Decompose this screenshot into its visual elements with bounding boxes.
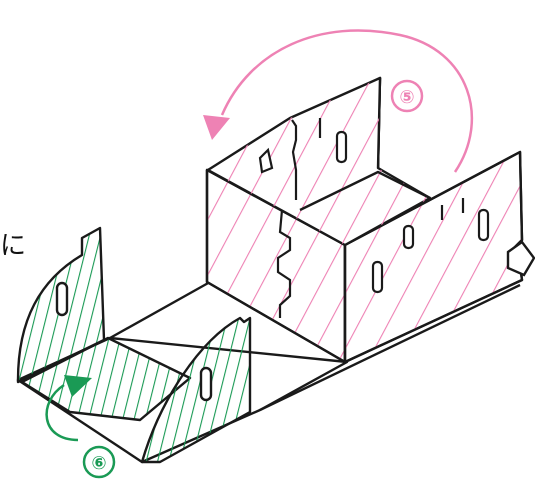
left-end-panel [16, 226, 106, 384]
right-end-panel [140, 316, 252, 464]
svg-text:⑤: ⑤ [399, 87, 414, 108]
step-5-label: ⑤ [390, 79, 424, 113]
box-right-face [343, 150, 524, 364]
svg-text:⑥: ⑥ [91, 453, 106, 474]
green-floor [20, 336, 192, 422]
interlock-tab [276, 119, 298, 318]
box-top-flap [206, 76, 432, 247]
step-6-label: ⑥ [82, 445, 116, 479]
step-5-arrow [203, 29, 474, 173]
edge-text-fragment: に [0, 231, 27, 261]
step-6-arrow [45, 375, 92, 442]
panel-slots [258, 118, 490, 294]
side-notch [506, 240, 535, 277]
